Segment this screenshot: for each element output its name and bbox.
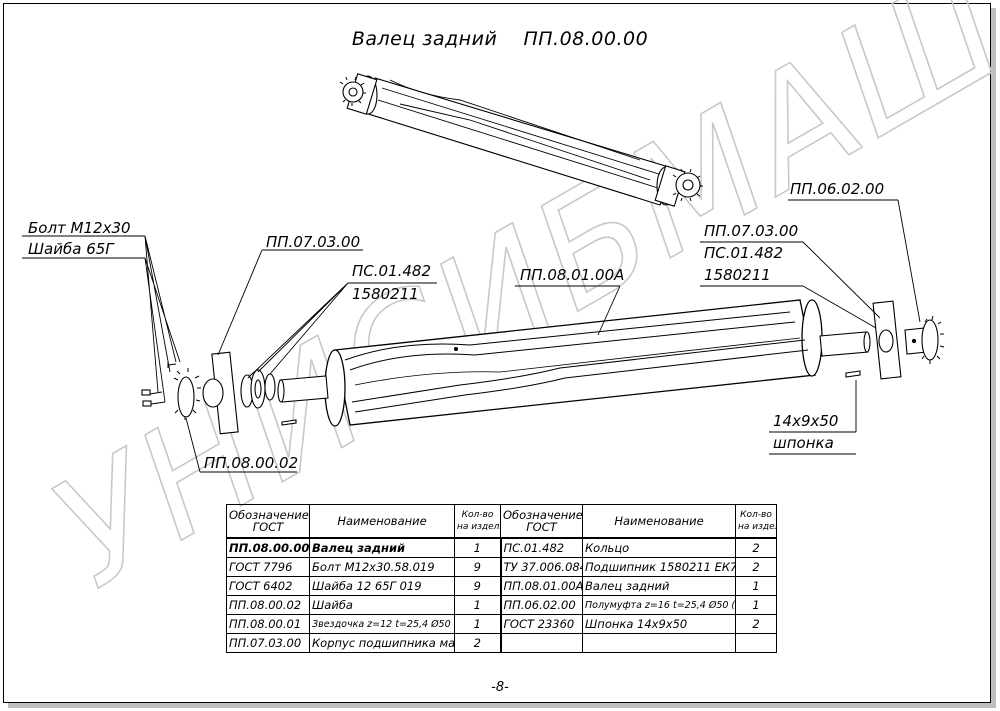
callout-key-name: шпонка	[773, 434, 834, 452]
cell-qty: 9	[454, 557, 501, 577]
header-name: Наименование	[309, 504, 455, 539]
cell-name: Шайба 12 65Г 019	[309, 576, 455, 596]
cell-name: Кольцо	[582, 537, 736, 558]
cell-qty: 9	[454, 576, 501, 596]
table-row: ПП.08.00.02 Шайба 1 ПП.06.02.00 Полумуфт…	[226, 595, 777, 615]
cell-name: Болт М12х30.58.019	[309, 557, 455, 577]
header-designation-2: Обозначение,ГОСТ	[500, 504, 583, 539]
cell-designation: ГОСТ 6402	[226, 576, 310, 596]
cell-designation: ПП.08.00.01	[226, 614, 310, 634]
callout-key-size: 14х9х50	[773, 412, 839, 430]
leader-lines	[22, 199, 921, 473]
cell-designation: ПП.07.03.00	[226, 633, 310, 653]
cell-designation: ПП.08.01.00А	[499, 576, 583, 596]
callout-bolt: Болт М12х30	[28, 219, 131, 237]
callout-roller: ПП.08.01.00А	[520, 266, 625, 284]
cell-designation: ГОСТ 23360	[499, 614, 583, 634]
cell-qty: 1	[454, 595, 501, 615]
drawing-title: Валец задний ПП.08.00.00	[351, 28, 649, 50]
cell-name: Валец задний	[309, 537, 455, 558]
cell-qty	[735, 633, 777, 653]
table-row: ПП.07.03.00 Корпус подшипника малый 2	[226, 633, 777, 653]
cell-name: Полумуфта z=16 t=25,4 Ø50 (внутр)	[582, 595, 736, 615]
cell-designation: ГОСТ 7796	[226, 557, 310, 577]
callout-coupling: ПП.06.02.00	[790, 180, 885, 198]
callout-washer: Шайба 65Г	[28, 240, 114, 258]
cell-designation: ПС.01.482	[499, 537, 583, 558]
header-designation: Обозначение,ГОСТ	[226, 504, 310, 539]
cell-qty: 2	[735, 537, 777, 558]
cell-qty: 2	[454, 633, 501, 653]
cell-qty: 2	[735, 557, 777, 577]
callout-housing-left: ПП.07.03.00	[266, 233, 361, 251]
callout-ring-left: ПС.01.482	[352, 262, 432, 280]
left-side-parts	[141, 351, 297, 435]
cell-name: Корпус подшипника малый	[309, 633, 455, 653]
table-row: ГОСТ 7796 Болт М12х30.58.019 9 ТУ 37.006…	[226, 557, 777, 577]
cell-name: Валец задний	[582, 576, 736, 596]
cell-designation: ТУ 37.006.084	[499, 557, 583, 577]
table-row: ПП.08.00.00 Валец задний 1 ПС.01.482 Кол…	[226, 537, 777, 558]
assembled-roller-view	[339, 73, 703, 207]
cell-designation: ПП.06.02.00	[499, 595, 583, 615]
table-row: ГОСТ 6402 Шайба 12 65Г 019 9 ПП.08.01.00…	[226, 576, 777, 596]
table-row: ПП.08.00.01 Звездочка z=12 t=25,4 Ø50 (в…	[226, 614, 777, 634]
callout-bearing-left: 1580211	[352, 285, 419, 303]
callout-sprocket: ПП.08.00.02	[204, 454, 299, 472]
page-number: -8-	[491, 680, 509, 695]
callout-housing-right: ПП.07.03.00	[704, 222, 799, 240]
cell-name	[582, 633, 736, 653]
cell-qty: 1	[454, 614, 501, 634]
callout-ring-right: ПС.01.482	[704, 244, 784, 262]
cell-qty: 1	[454, 537, 501, 558]
cell-designation	[499, 633, 583, 653]
cell-name: Шпонка 14х9х50	[582, 614, 736, 634]
cell-name: Подшипник 1580211 ЕК7 С17	[582, 557, 736, 577]
main-roller	[277, 299, 871, 427]
cell-qty: 2	[735, 614, 777, 634]
cell-qty: 1	[735, 595, 777, 615]
cell-name: Шайба	[309, 595, 455, 615]
cell-designation: ПП.08.00.02	[226, 595, 310, 615]
right-side-parts	[845, 300, 945, 380]
cell-name: Звездочка z=12 t=25,4 Ø50 (внутр)	[309, 614, 455, 634]
callout-bearing-right: 1580211	[704, 266, 771, 284]
cell-designation: ПП.08.00.00	[226, 537, 310, 558]
cell-qty: 1	[735, 576, 777, 596]
header-name-2: Наименование	[582, 504, 736, 539]
